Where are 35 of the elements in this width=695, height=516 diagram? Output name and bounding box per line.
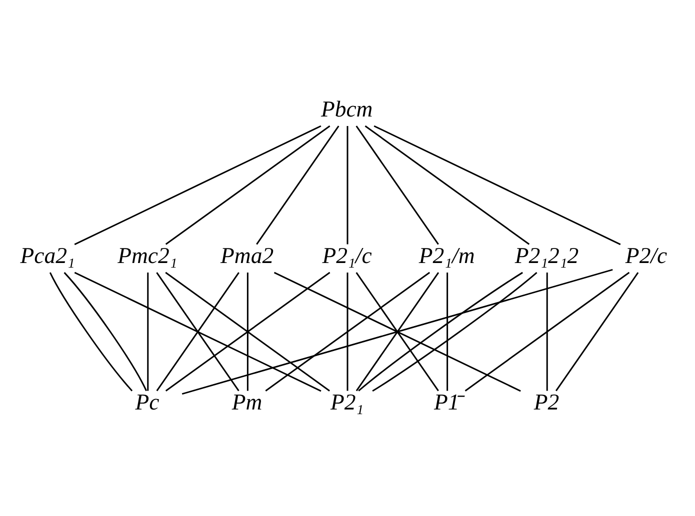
connector: [555, 272, 639, 391]
connector: [372, 271, 538, 392]
connector: [74, 271, 322, 392]
connector: [74, 124, 322, 245]
connector: [49, 272, 133, 391]
node-text: Pc: [135, 388, 160, 414]
connector: [156, 272, 240, 391]
connector: [165, 124, 330, 244]
connector: [182, 268, 613, 394]
connector: [358, 271, 523, 391]
connector: [364, 124, 530, 244]
node-text: Pma2: [220, 242, 274, 268]
node-text: P2₁: [330, 388, 364, 414]
node-text: P2: [534, 388, 560, 414]
connector: [374, 124, 621, 245]
node-text: Pmc2₁: [118, 242, 178, 268]
connector: [446, 272, 448, 390]
node-text: P2₁2₁2: [514, 242, 579, 268]
connector: [356, 125, 439, 244]
connector: [346, 126, 348, 244]
connector: [546, 272, 548, 390]
node-text: Pbcm: [320, 96, 373, 121]
node-text: P2₁/m: [418, 242, 475, 268]
connector: [256, 125, 340, 244]
node-text: P2/c: [625, 242, 668, 268]
node-text: Pca2₁: [20, 242, 75, 268]
connector: [147, 272, 149, 390]
connector: [64, 272, 148, 391]
connector: [346, 272, 348, 390]
node-text: Pm: [232, 388, 262, 414]
node-text: P2₁/c: [322, 242, 372, 268]
connector: [274, 271, 521, 392]
connector: [246, 272, 248, 390]
connector: [464, 271, 630, 391]
connector: [265, 271, 430, 391]
